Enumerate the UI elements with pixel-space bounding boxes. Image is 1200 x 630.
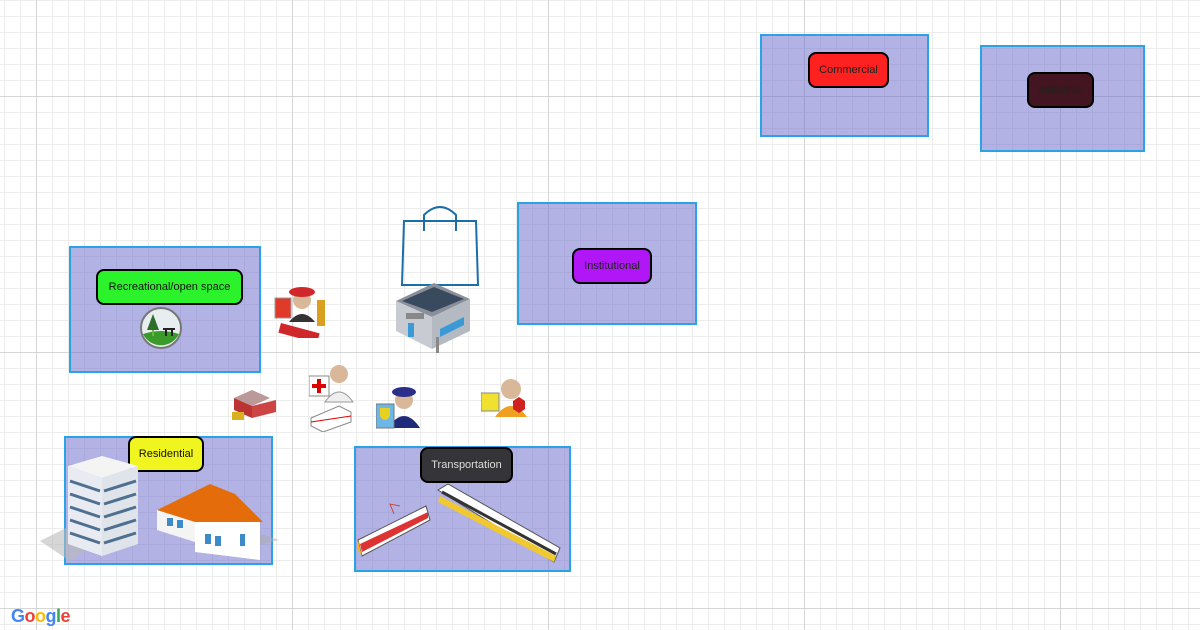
park-icon bbox=[140, 307, 182, 349]
commercial-label[interactable]: Commercial bbox=[808, 52, 889, 88]
house-icon bbox=[157, 484, 279, 560]
crossing-guard-icon bbox=[481, 379, 527, 417]
shopping-bag-icon bbox=[400, 206, 480, 286]
tram-icon bbox=[357, 503, 431, 557]
transportation-label[interactable]: Transportation bbox=[420, 447, 513, 483]
recreational-label[interactable]: Recreational/open space bbox=[96, 269, 243, 305]
school-bus-building-icon bbox=[232, 390, 276, 420]
firefighter-icon bbox=[274, 287, 325, 338]
police-officer-icon bbox=[376, 387, 420, 429]
apartment-building-icon bbox=[40, 456, 138, 561]
store-building-icon bbox=[396, 283, 470, 353]
residential-label[interactable]: Residential bbox=[128, 436, 204, 472]
bus-icon bbox=[437, 483, 561, 563]
google-logo: Google bbox=[11, 606, 71, 626]
paramedic-ambulance-icon bbox=[309, 365, 354, 432]
industrial-label[interactable]: Industrial bbox=[1027, 72, 1094, 108]
institutional-label[interactable]: Institutional bbox=[572, 248, 652, 284]
